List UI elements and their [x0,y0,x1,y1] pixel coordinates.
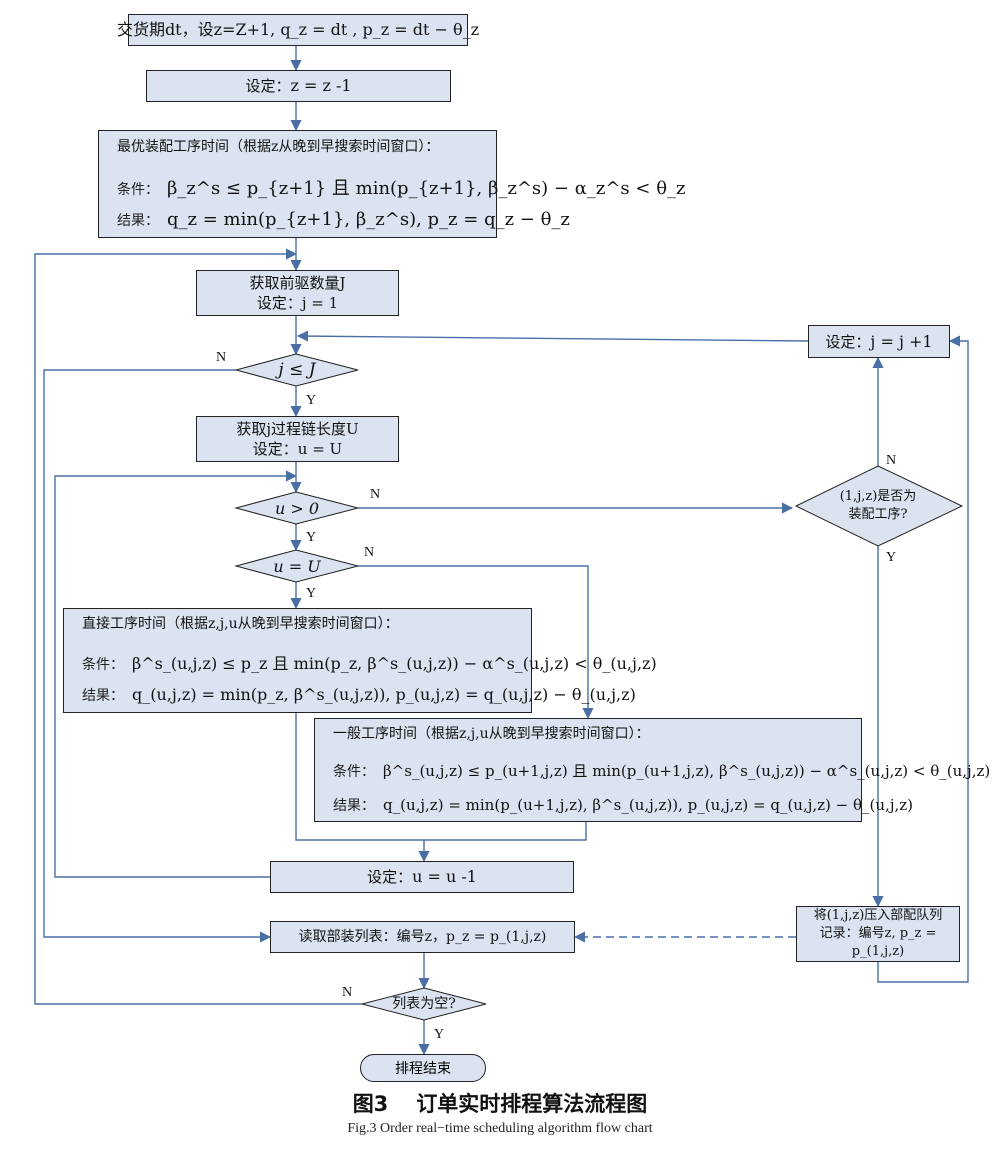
figure-number: 图3 [352,1092,389,1116]
decision-assembly-line2: 装配工序? [848,507,908,522]
label-u-gt0-yes: Y [306,530,317,545]
get-predecessors-box: 获取前驱数量J 设定：j = 1 [196,270,399,316]
direct-result-expr: q_(u,j,z) = min(p_z, β^s_(u,j,z)), p_(u,… [132,685,636,704]
direct-result: 结果：q_(u,j,z) = min(p_z, β^s_(u,j,z)), p_… [82,685,636,704]
label-u-eqU-yes: Y [306,586,317,601]
set-u-label: 设定： [367,868,413,886]
general-condition-expr: β^s_(u,j,z) ≤ p_(u+1,j,z) 且 min(p_(u+1,j… [383,762,991,780]
decision-u-gt-0 [234,491,359,525]
label-assembly-yes: Y [886,550,897,565]
arrow-push-loop-to-setj [877,335,969,983]
general-result: 结果：q_(u,j,z) = min(p_(u+1,j,z), β^s_(u,j… [333,796,913,814]
end-terminal: 排程结束 [360,1054,486,1082]
get-chain-line2: 设定：u = U [252,440,343,458]
set-z-label: 设定： [245,77,291,95]
decision-u-gt0-text: u > 0 [274,498,320,518]
push-queue-line2: 记录：编号z, p_z = p_(1,j,z) [819,926,937,959]
general-process-box: 一般工序时间（根据z,j,u从晚到早搜索时间窗口）： 条件：β^s_(u,j,z… [314,718,990,822]
label-j-no: N [216,350,227,365]
optimal-result: 结果：q_z = min(p_{z+1}, β_z^s), p_z = q_z … [117,209,570,230]
arrow-decuU-no-to-general [358,565,594,720]
set-u-expr: u = u -1 [412,867,477,886]
decision-j-le-J [234,353,359,387]
set-u-box: 设定：u = u -1 [270,861,574,893]
arrow-setj-to-decj [296,330,809,342]
direct-title: 直接工序时间（根据z,j,u从晚到早搜索时间窗口）： [82,616,399,632]
optimal-result-expr: q_z = min(p_{z+1}, β_z^s), p_z = q_z − θ… [167,209,570,230]
get-predecessors-line2: 设定：j = 1 [256,294,339,312]
get-predecessors-line1: 获取前驱数量J [249,274,346,292]
direct-condition-expr: β^s_(u,j,z) ≤ p_z 且 min(p_z, β^s_(u,j,z)… [132,654,657,673]
arrow-empty-no-loop [34,248,362,1005]
decision-u-eq-U [234,549,359,583]
decision-list-empty [361,987,487,1021]
set-z-expr: z = z -1 [290,76,352,95]
start-text: 交货期dt，设z=Z+1, q_z = dt , p_z = dt − θ_z [116,20,480,39]
decision-u-eqU-text: u = U [273,556,321,576]
optimal-condition: 条件：β_z^s ≤ p_{z+1} 且 min(p_{z+1}, β_z^s)… [117,178,686,199]
direct-process-box: 直接工序时间（根据z,j,u从晚到早搜索时间窗口）： 条件：β^s_(u,j,z… [63,608,657,713]
decision-assembly-text: (1,j,z)是否为 装配工序? [812,486,944,526]
decision-j-text: j ≤ J [278,360,316,380]
general-condition: 条件：β^s_(u,j,z) ≤ p_(u+1,j,z) 且 min(p_(u+… [333,762,991,780]
get-chain-line1: 获取j过程链长度U [236,420,359,438]
arrow-setu-loop [54,470,298,878]
arrow-decj-no-to-read [43,369,272,943]
label-assembly-no: N [886,453,897,468]
push-queue-box: 将(1,j,z)压入部配队列 记录：编号z, p_z = p_(1,j,z) [796,906,960,962]
get-chain-box: 获取j过程链长度U 设定：u = U [196,416,399,462]
optimal-assembly-box: 最优装配工序时间（根据z从晚到早搜索时间窗口）： 条件：β_z^s ≤ p_{z… [98,130,686,238]
decision-empty-text: 列表为空? [392,995,456,1012]
arrow-general-to-setu [424,822,587,841]
optimal-title: 最优装配工序时间（根据z从晚到早搜索时间窗口）： [117,139,440,155]
set-j-expr: j = j +1 [870,331,933,351]
start-box: 交货期dt，设z=Z+1, q_z = dt , p_z = dt − θ_z [117,14,479,46]
decision-assembly-line1: (1,j,z)是否为 [839,489,917,504]
figure-title: 图3 订单实时排程算法流程图 [0,1088,1000,1118]
general-result-expr: q_(u,j,z) = min(p_(u+1,j,z), β^s_(u,j,z)… [383,796,913,814]
direct-condition: 条件：β^s_(u,j,z) ≤ p_z 且 min(p_z, β^s_(u,j… [82,654,657,673]
optimal-condition-expr: β_z^s ≤ p_{z+1} 且 min(p_{z+1}, β_z^s) − … [167,178,686,199]
label-u-gt0-no: N [370,487,381,502]
push-queue-line1: 将(1,j,z)压入部配队列 [813,908,943,923]
read-list-text: 读取部装列表：编号z，p_z = p_(1,j,z) [298,928,547,945]
decision-is-assembly [794,465,964,547]
label-j-yes: Y [306,393,317,408]
label-u-eqU-no: N [364,545,375,560]
figure-caption-en: Fig.3 Order real−time scheduling algorit… [347,1121,653,1136]
general-title: 一般工序时间（根据z,j,u从晚到早搜索时间窗口）： [333,726,650,742]
arrow-direct-to-setu [295,713,424,841]
label-empty-no: N [342,985,353,1000]
figure-title-cn: 订单实时排程算法流程图 [416,1092,648,1116]
set-j-box: 设定：j = j +1 [808,325,950,358]
read-list-box: 读取部装列表：编号z，p_z = p_(1,j,z) [270,921,575,953]
set-z-box: 设定：z = z -1 [146,70,451,102]
label-empty-yes: Y [434,1027,445,1042]
set-j-label: 设定： [825,332,871,351]
